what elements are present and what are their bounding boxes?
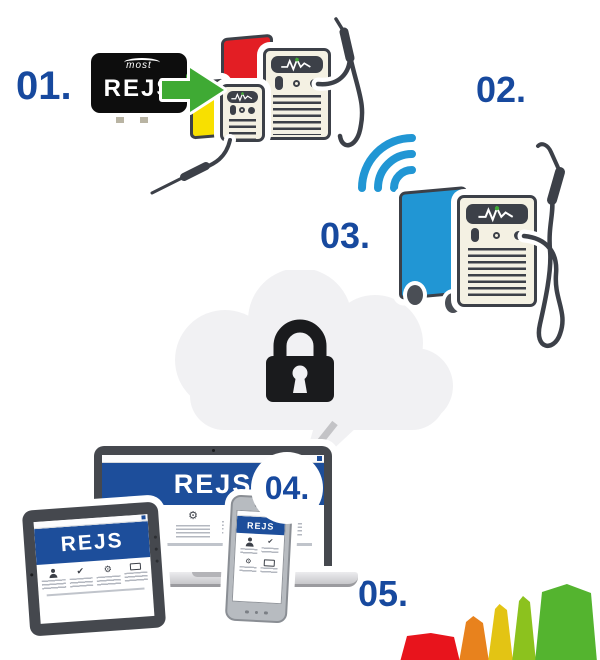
placeholder-text xyxy=(239,565,257,574)
welder-torch-socket xyxy=(514,230,523,240)
check-icon: ✔ xyxy=(267,538,274,546)
website-logo: REJS xyxy=(173,468,253,499)
person-icon xyxy=(244,537,254,547)
placeholder-text xyxy=(261,546,279,555)
step-label-03: 03. xyxy=(320,215,371,256)
gear-icon: ⚙ xyxy=(245,557,252,566)
plug-in-arrow-icon xyxy=(159,65,227,115)
welder-knob xyxy=(275,76,283,90)
welder-yellow-front-panel xyxy=(220,84,265,142)
tablet-side-buttons xyxy=(153,535,159,563)
laptop-camera-dot xyxy=(212,449,215,452)
step-label-02: 02. xyxy=(476,69,527,110)
welder-button xyxy=(493,231,500,239)
welder-yellow xyxy=(190,74,266,142)
welder-red-front-panel xyxy=(263,48,331,140)
step-circle-04: 04. xyxy=(251,452,323,524)
phone-nav-buttons xyxy=(244,609,268,615)
module-pin xyxy=(137,114,151,126)
placeholder-text xyxy=(69,577,94,589)
welder-display xyxy=(271,56,323,73)
website-logo: REJS xyxy=(59,528,125,557)
gear-icon: ⚙ xyxy=(188,510,198,522)
website-logo: REJS xyxy=(246,519,275,532)
module-pin xyxy=(113,114,127,126)
welder-wheel xyxy=(407,285,423,305)
welder-knob xyxy=(230,105,236,115)
tablet-screen: REJS ✔ ⚙ xyxy=(33,514,155,624)
welder-knob xyxy=(471,228,479,242)
welder-button xyxy=(239,107,245,113)
lock-icon xyxy=(266,319,334,402)
check-icon: ✔ xyxy=(76,565,85,577)
screen-icon xyxy=(129,562,141,571)
placeholder-text xyxy=(176,525,210,538)
browser-bar xyxy=(102,455,324,463)
browser-accent-square xyxy=(141,515,146,520)
step-label-05: 05. xyxy=(358,573,409,614)
step-label-04: 04. xyxy=(264,469,310,506)
browser-accent-square xyxy=(317,456,322,461)
step-label-01: 01. xyxy=(16,64,72,108)
tablet-camera-dot xyxy=(30,573,34,577)
website-footer-line xyxy=(114,543,312,546)
welder-blue-front-panel xyxy=(457,195,537,307)
placeholder-text xyxy=(260,567,278,575)
placeholder-text xyxy=(240,547,258,556)
most-logo-swoosh xyxy=(124,58,160,67)
tablet: REJS ✔ ⚙ xyxy=(21,501,167,637)
website-feature-grid: ✔ ⚙ xyxy=(234,533,284,575)
torch-yellow xyxy=(146,134,236,199)
placeholder-text xyxy=(41,579,66,591)
welder-display xyxy=(466,204,528,224)
welder-blue-wifi xyxy=(399,183,539,313)
welder-vent-grille xyxy=(273,95,321,135)
welder-torch-socket xyxy=(248,106,255,114)
welder-display xyxy=(227,91,258,103)
welder-torch-socket xyxy=(310,78,319,88)
welder-vent-grille xyxy=(229,119,256,141)
welder-button xyxy=(293,79,300,87)
phone-screen: REJS ✔ ⚙ xyxy=(231,509,287,605)
person-icon xyxy=(48,569,59,579)
laptop-base-notch xyxy=(192,572,234,577)
placeholder-text xyxy=(96,575,121,587)
screen-icon xyxy=(263,558,276,567)
welder-vent-grille xyxy=(468,248,526,300)
placeholder-text xyxy=(123,571,148,583)
gear-icon: ⚙ xyxy=(103,563,113,575)
most-logo-text: most xyxy=(126,60,152,71)
